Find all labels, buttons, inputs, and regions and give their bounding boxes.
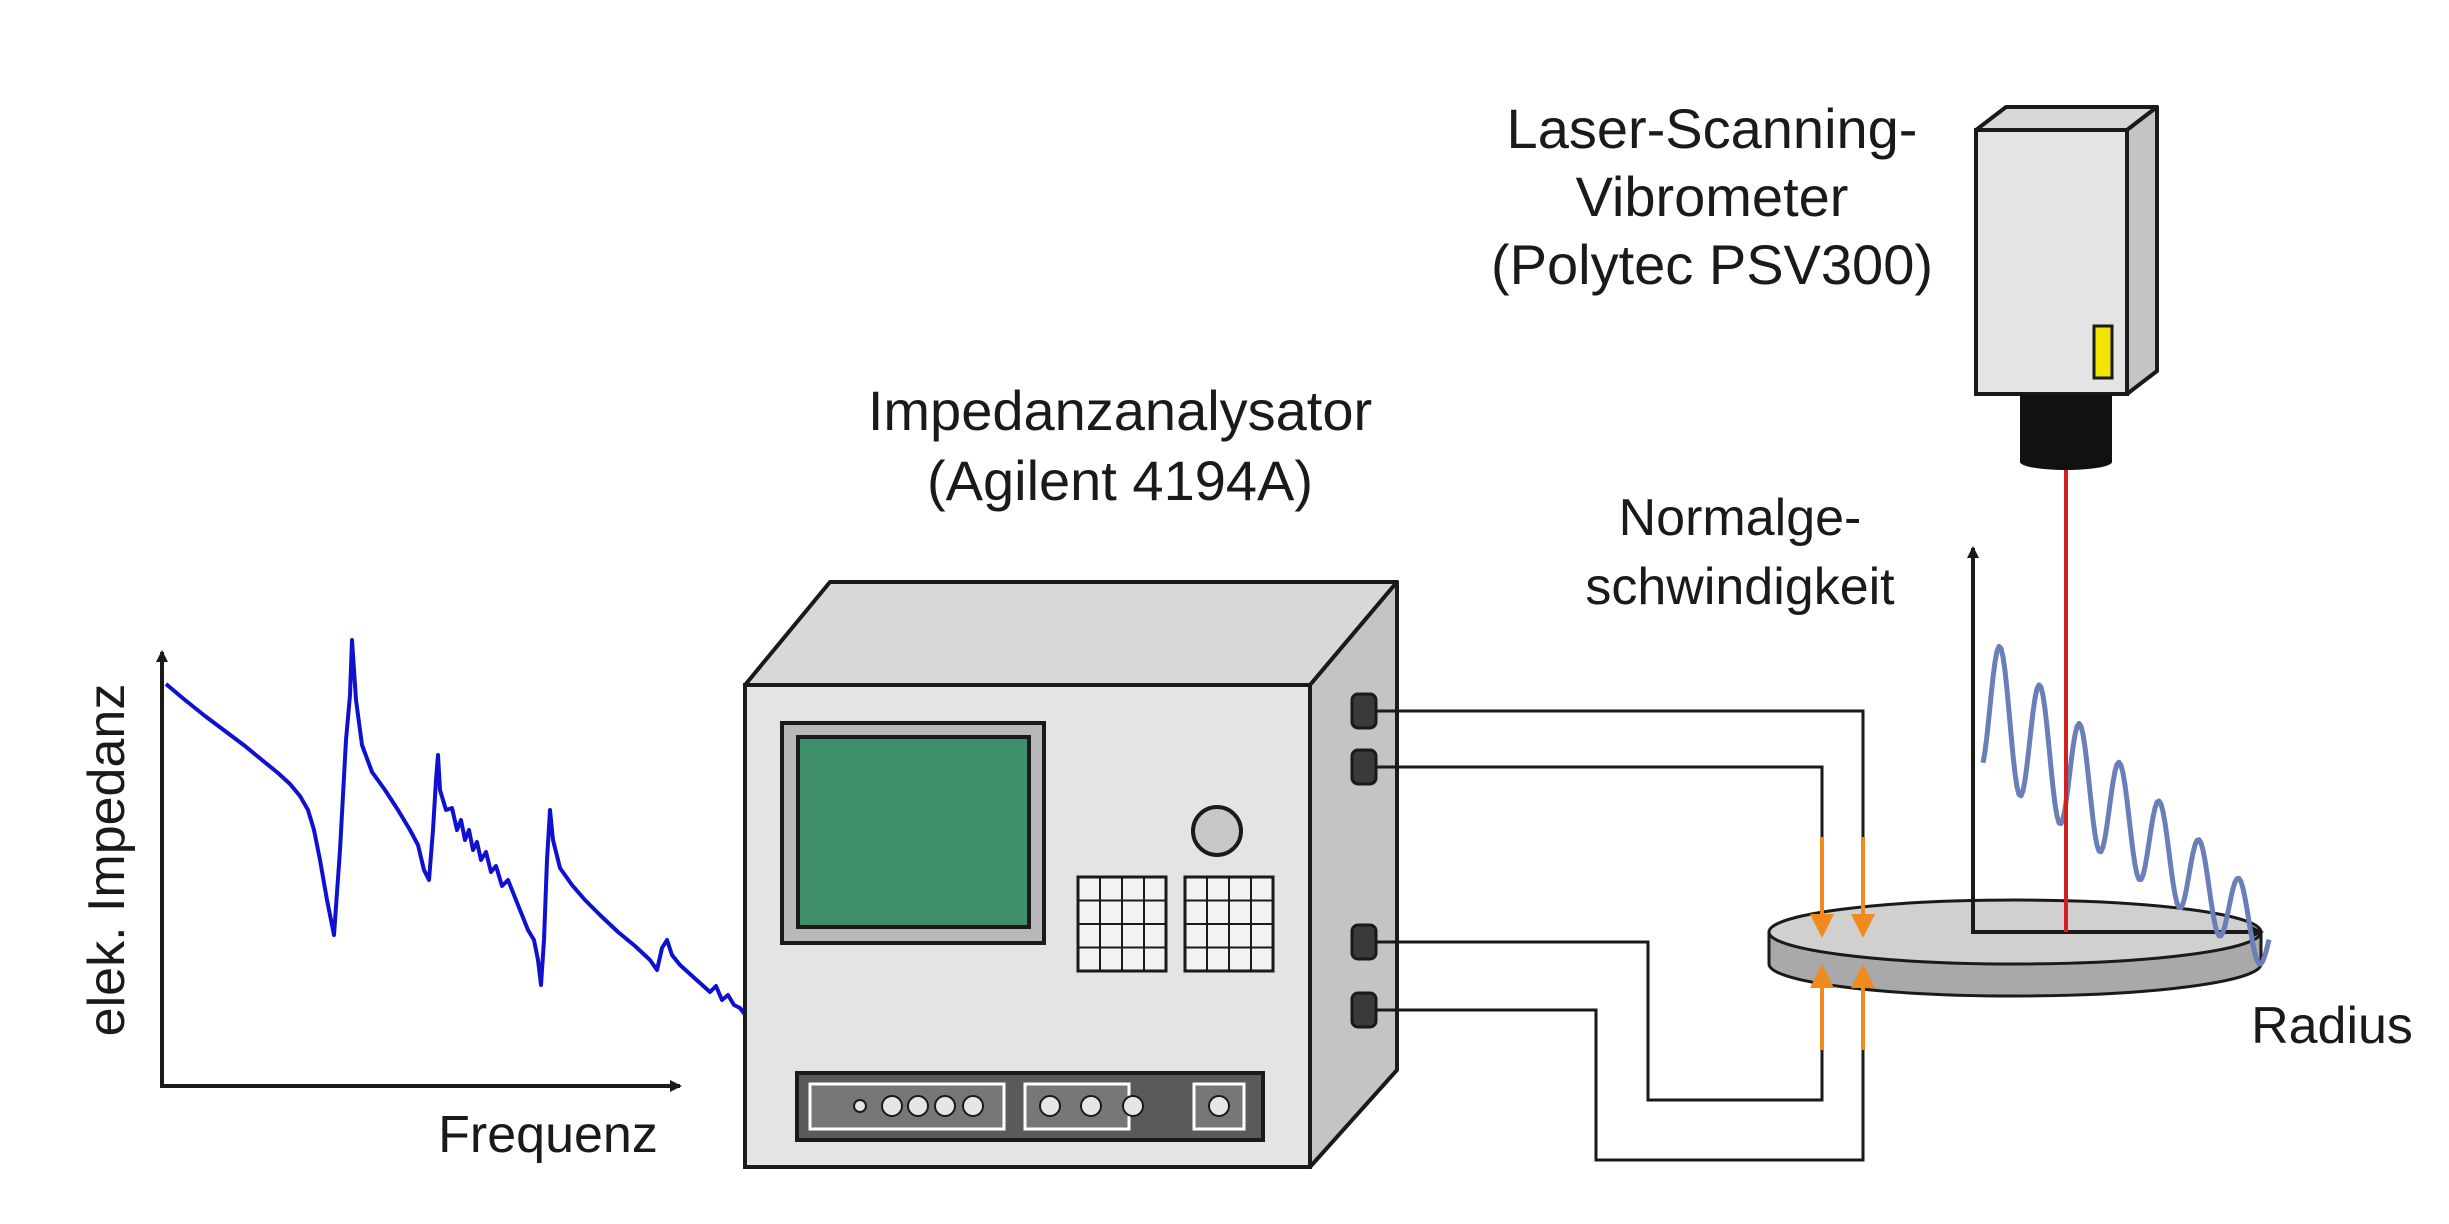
- analyzer-small-led: [853, 1099, 867, 1113]
- analyzer-rotary-knob[interactable]: [1191, 805, 1243, 857]
- velocity-xlabel: Radius: [2251, 997, 2413, 1055]
- analyzer-button[interactable]: [934, 1095, 956, 1117]
- analyzer-button[interactable]: [962, 1095, 984, 1117]
- analyzer-top-face: [743, 580, 1399, 687]
- velocity-ylabel-line1: Normalge-: [1619, 489, 1862, 547]
- analyzer-button[interactable]: [1208, 1095, 1230, 1117]
- cable-3: [1376, 940, 1824, 1102]
- cable-1: [1376, 709, 1865, 837]
- analyzer-screen: [796, 735, 1031, 929]
- vibrometer-lens: [2020, 394, 2112, 462]
- impedance-ylabel: elek. Impedanz: [78, 684, 136, 1037]
- piezo-disk: [1767, 837, 2263, 1050]
- analyzer-button[interactable]: [1122, 1095, 1144, 1117]
- analyzer-title-line2: (Agilent 4194A): [927, 449, 1313, 512]
- bnc-connector[interactable]: [1350, 923, 1378, 961]
- impedance-plot: elek. Impedanz Frequenz: [78, 638, 760, 1164]
- analyzer-keypad-right[interactable]: [1183, 875, 1275, 973]
- analyzer-button[interactable]: [907, 1095, 929, 1117]
- vibrometer-indicator-light: [2092, 324, 2114, 380]
- velocity-ylabel-line2: schwindigkeit: [1585, 558, 1895, 616]
- cables: [1376, 709, 1865, 1162]
- bnc-connector[interactable]: [1350, 748, 1378, 786]
- impedance-analyzer: Impedanzanalysator (Agilent 4194A): [743, 379, 1399, 1169]
- cable-4: [1376, 1008, 1865, 1162]
- analyzer-title-line1: Impedanzanalysator: [868, 379, 1372, 442]
- velocity-plot: Normalge- schwindigkeit Radius: [1585, 470, 2413, 1055]
- bnc-connector[interactable]: [1350, 991, 1378, 1029]
- vibrometer-title-line3: (Polytec PSV300): [1491, 233, 1933, 296]
- vibrometer-lens-rim: [2020, 454, 2112, 470]
- cable-2: [1376, 765, 1824, 837]
- analyzer-button[interactable]: [1039, 1095, 1061, 1117]
- analyzer-button[interactable]: [881, 1095, 903, 1117]
- vibrometer-title-line1: Laser-Scanning-: [1507, 97, 1918, 160]
- impedance-xlabel: Frequenz: [438, 1106, 658, 1164]
- impedance-curve: [164, 638, 760, 1022]
- vibrometer-title-line2: Vibrometer: [1576, 165, 1849, 228]
- analyzer-side-face: [1308, 580, 1399, 1169]
- vibrometer-side-face: [2125, 105, 2159, 396]
- velocity-curve: [1980, 643, 2272, 967]
- bnc-connector[interactable]: [1350, 692, 1378, 730]
- analyzer-button[interactable]: [1080, 1095, 1102, 1117]
- analyzer-keypad-left[interactable]: [1076, 875, 1168, 973]
- laser-vibrometer: Laser-Scanning- Vibrometer (Polytec PSV3…: [1491, 97, 2159, 470]
